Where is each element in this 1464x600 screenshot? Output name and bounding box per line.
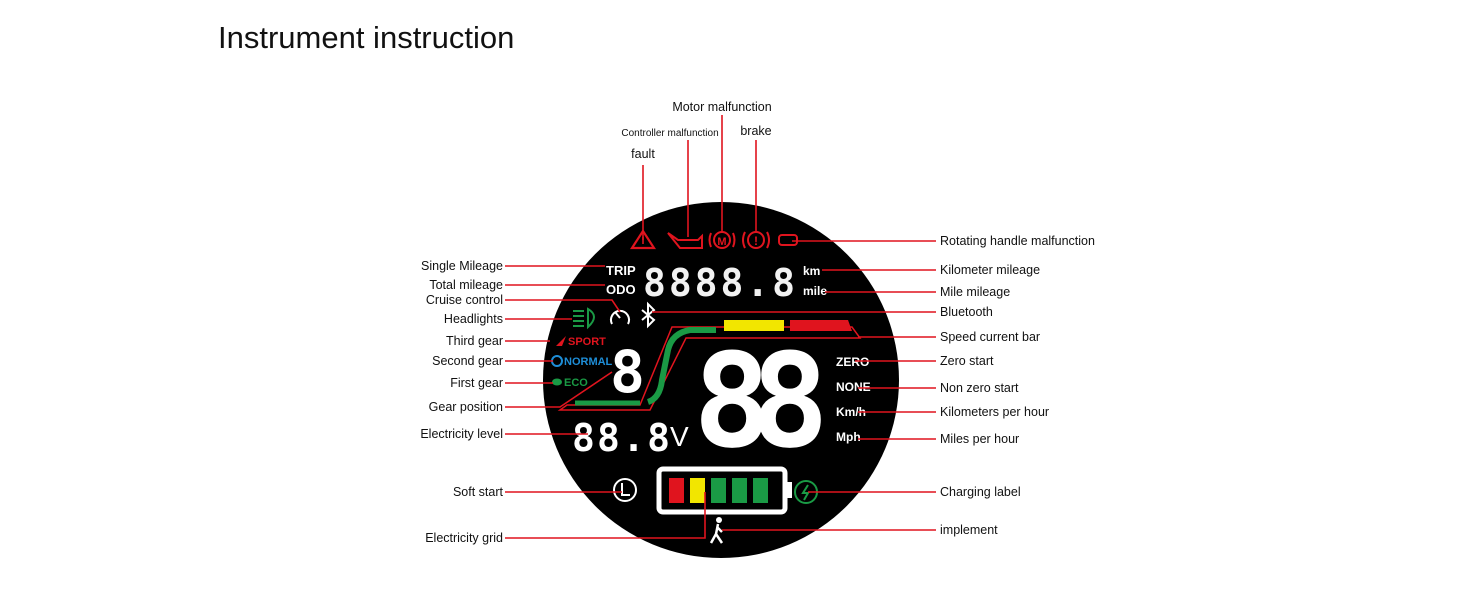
miles-per-hour-label: Miles per hour	[940, 432, 1019, 446]
speed-digits: 88	[693, 325, 829, 477]
motor-malfunction-label: Motor malfunction	[672, 100, 771, 114]
leader-lines	[505, 115, 936, 539]
implement-label: implement	[940, 523, 998, 537]
total-mileage-label: Total mileage	[429, 278, 503, 292]
battery-bar-green	[753, 478, 768, 503]
controller-malfunction-icon	[667, 232, 703, 249]
gear-digit: 8	[610, 338, 645, 406]
bluetooth-label: Bluetooth	[940, 305, 993, 319]
normal-mode: NORMAL	[564, 356, 613, 368]
svg-text:M: M	[717, 236, 726, 248]
zero-label: ZERO	[836, 355, 869, 369]
trip-label: TRIP	[606, 263, 636, 278]
volt-unit: V	[670, 421, 689, 452]
speed-current-bar	[557, 320, 862, 411]
electricity-level-label: Electricity level	[420, 427, 503, 441]
second-gear-label: Second gear	[432, 354, 503, 368]
none-label: NONE	[836, 380, 871, 394]
battery-bar-green	[732, 478, 747, 503]
single-mileage-label: Single Mileage	[421, 259, 503, 273]
battery-bar-green	[711, 478, 726, 503]
eco-leaf-icon	[552, 378, 562, 386]
battery-icon	[656, 466, 792, 515]
soft-start-label: Soft start	[453, 485, 504, 499]
soft-start-icon	[613, 478, 637, 502]
walk-assist-icon	[709, 517, 724, 544]
first-gear-label: First gear	[450, 376, 503, 390]
cruise-control-label: Cruise control	[426, 293, 503, 307]
kilometer-mileage-label: Kilometer mileage	[940, 263, 1040, 277]
charging-label-label: Charging label	[940, 485, 1021, 499]
left-7-leader-line	[505, 371, 613, 408]
controller-malfunction-label: Controller malfunction	[621, 128, 718, 139]
non-zero-start-label: Non zero start	[940, 381, 1019, 395]
left-2-leader-line	[505, 299, 621, 313]
kilometers-per-hour-label: Kilometers per hour	[940, 405, 1049, 419]
kmh-label: Km/h	[836, 405, 866, 419]
svg-text:!: !	[754, 234, 758, 248]
headlights-label: Headlights	[444, 312, 503, 326]
mph-label: Mph	[836, 430, 861, 444]
sport-mode: SPORT	[568, 336, 606, 348]
left-10-leader-line	[505, 492, 706, 539]
electricity-grid-label: Electricity grid	[425, 531, 503, 545]
dial-face	[543, 202, 899, 558]
odo-label: ODO	[606, 282, 636, 297]
km-unit: km	[803, 264, 820, 278]
gear-position-label: Gear position	[429, 400, 503, 414]
headlight-icon	[573, 307, 595, 330]
page-title: Instrument instruction	[218, 20, 515, 55]
battery-bar-red	[669, 478, 684, 503]
eco-mode: ECO	[564, 377, 588, 389]
fault-label: fault	[631, 147, 655, 161]
mile-mileage-label: Mile mileage	[940, 285, 1010, 299]
rotating-handle-icon	[778, 234, 798, 246]
zero-start-label: Zero start	[940, 354, 994, 368]
mile-unit: mile	[803, 284, 827, 298]
battery-bar-yellow	[690, 478, 705, 503]
sport-icon	[556, 336, 566, 346]
brake-label: brake	[740, 124, 771, 138]
speed-current-bar-label: Speed current bar	[940, 330, 1040, 344]
rotating-handle-malfunction-label: Rotating handle malfunction	[940, 234, 1095, 248]
third-gear-label: Third gear	[446, 334, 503, 348]
